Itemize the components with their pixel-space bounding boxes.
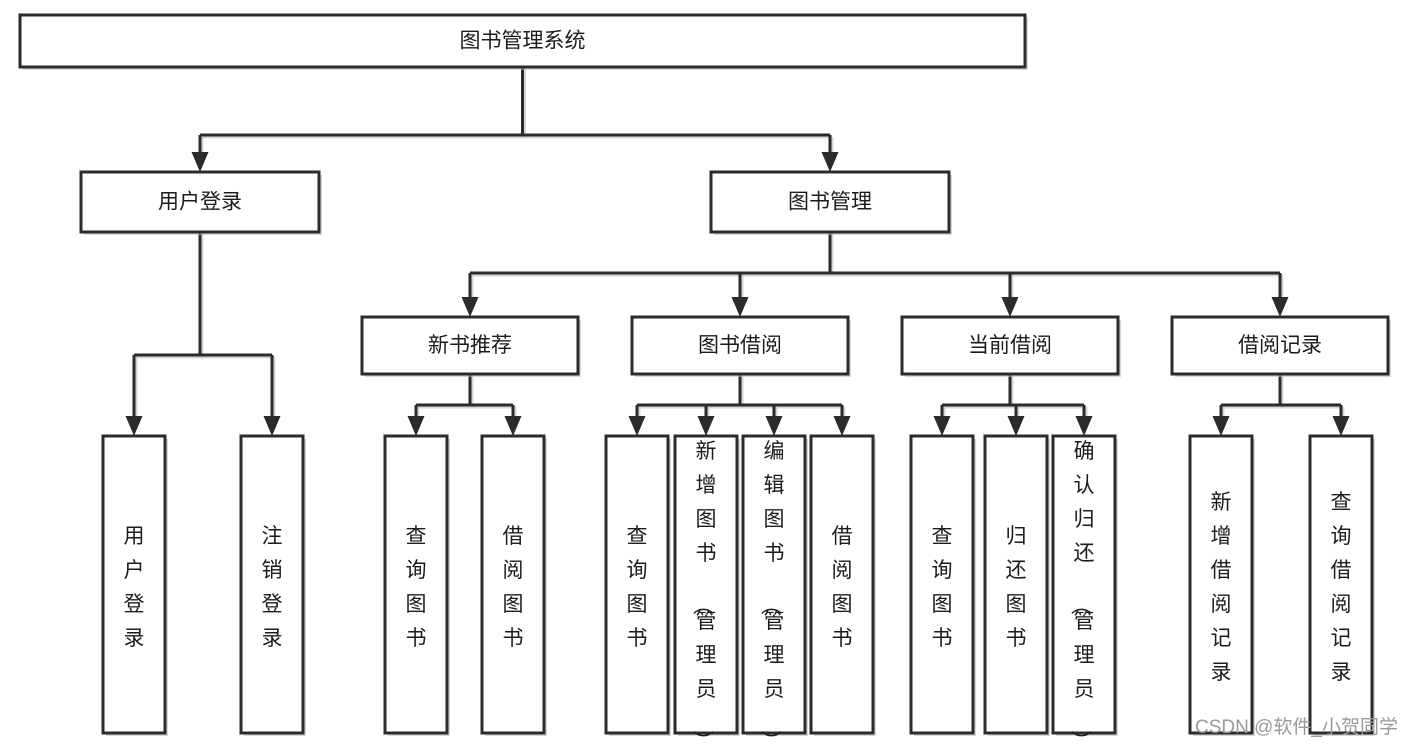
node-box[interactable] — [239, 434, 305, 735]
arrow-head-icon — [407, 416, 425, 436]
node-label: 归还图书 — [1006, 525, 1027, 650]
node-current[interactable]: 当前借阅 — [900, 315, 1121, 377]
node-label: 当前借阅 — [968, 334, 1052, 357]
connector-layer — [125, 67, 1350, 436]
node-newbook[interactable]: 新书推荐 — [360, 315, 581, 377]
node-borrow[interactable]: 图书借阅 — [630, 315, 851, 377]
node-box[interactable] — [630, 315, 850, 376]
node-box[interactable] — [741, 434, 807, 735]
node-box[interactable] — [383, 434, 449, 735]
node-label: 图书管理系统 — [460, 30, 586, 53]
node-box[interactable] — [983, 434, 1049, 735]
node-login[interactable]: 用户登录 — [79, 170, 322, 235]
connector-group-root — [191, 67, 839, 172]
connector-group-records — [1212, 374, 1350, 436]
arrow-head-icon — [833, 416, 851, 436]
node-leaf13[interactable]: 查询借阅记录 — [1308, 434, 1375, 736]
node-leaf12[interactable]: 新增借阅记录 — [1188, 434, 1255, 736]
node-label: 编辑图书（管理员） — [759, 440, 785, 747]
connector-group-bookmgmt — [461, 232, 1289, 317]
node-box[interactable] — [480, 434, 546, 735]
node-label: 借阅图书 — [832, 525, 853, 650]
node-box[interactable] — [604, 434, 670, 735]
node-leaf1[interactable]: 用户登录 — [101, 434, 168, 736]
node-label: 查询图书 — [627, 525, 648, 650]
node-label: 确认归还（管理员） — [1069, 440, 1095, 747]
node-leaf3[interactable]: 查询图书 — [383, 434, 450, 736]
node-leaf10[interactable]: 归还图书 — [983, 434, 1050, 736]
node-root[interactable]: 图书管理系统 — [18, 13, 1028, 70]
node-label: 用户登录 — [124, 525, 145, 650]
node-box[interactable] — [360, 315, 580, 376]
node-box[interactable] — [1188, 434, 1254, 735]
arrow-head-icon — [697, 416, 715, 436]
node-label: 图书管理 — [788, 191, 872, 214]
arrow-head-icon — [1212, 416, 1230, 436]
connector-group-newbook — [407, 374, 522, 436]
node-box[interactable] — [709, 170, 951, 234]
node-label: 查询图书 — [406, 525, 427, 650]
connector-group-login — [125, 232, 281, 436]
node-leaf11[interactable]: 确认归还（管理员） — [1051, 434, 1118, 747]
node-label: 新增借阅记录 — [1211, 491, 1232, 684]
node-layer: 图书管理系统用户登录图书管理新书推荐图书借阅当前借阅借阅记录用户登录注销登录查询… — [18, 13, 1391, 747]
arrow-head-icon — [1271, 297, 1289, 317]
node-leaf7[interactable]: 编辑图书（管理员） — [741, 434, 808, 747]
node-box[interactable] — [79, 170, 321, 234]
arrow-head-icon — [461, 297, 479, 317]
node-box[interactable] — [900, 315, 1120, 376]
node-label: 查询图书 — [932, 525, 953, 650]
node-leaf4[interactable]: 借阅图书 — [480, 434, 547, 736]
csdn-watermark: CSDN @软件_小贺同学 — [1195, 716, 1398, 738]
node-box[interactable] — [809, 434, 875, 735]
node-box[interactable] — [1308, 434, 1374, 735]
connector-group-borrow — [628, 374, 851, 436]
node-box[interactable] — [18, 13, 1027, 69]
node-label: 新书推荐 — [428, 334, 512, 357]
node-label: 图书借阅 — [698, 334, 782, 357]
node-leaf6[interactable]: 新增图书（管理员） — [673, 434, 740, 747]
node-leaf5[interactable]: 查询图书 — [604, 434, 671, 736]
node-box[interactable] — [1051, 434, 1117, 735]
node-leaf8[interactable]: 借阅图书 — [809, 434, 876, 736]
arrow-head-icon — [765, 416, 783, 436]
arrow-head-icon — [628, 416, 646, 436]
node-label: 借阅记录 — [1238, 334, 1322, 357]
connector-group-current — [933, 374, 1093, 436]
node-label: 新增图书（管理员） — [691, 440, 717, 747]
arrow-head-icon — [821, 152, 839, 172]
arrow-head-icon — [263, 416, 281, 436]
node-label: 用户登录 — [158, 191, 242, 214]
arrow-head-icon — [1075, 416, 1093, 436]
arrow-head-icon — [933, 416, 951, 436]
node-label: 注销登录 — [262, 525, 283, 650]
node-bookmgmt[interactable]: 图书管理 — [709, 170, 952, 235]
node-box[interactable] — [101, 434, 167, 735]
arrow-head-icon — [1007, 416, 1025, 436]
node-leaf9[interactable]: 查询图书 — [909, 434, 976, 736]
arrow-head-icon — [504, 416, 522, 436]
node-box[interactable] — [673, 434, 739, 735]
node-label: 借阅图书 — [503, 525, 524, 650]
arrow-head-icon — [731, 297, 749, 317]
node-leaf2[interactable]: 注销登录 — [239, 434, 306, 736]
arrow-head-icon — [1001, 297, 1019, 317]
node-records[interactable]: 借阅记录 — [1170, 315, 1391, 377]
arrow-head-icon — [125, 416, 143, 436]
node-label: 查询借阅记录 — [1331, 491, 1352, 684]
arrow-head-icon — [191, 152, 209, 172]
node-box[interactable] — [909, 434, 975, 735]
arrow-head-icon — [1332, 416, 1350, 436]
node-box[interactable] — [1170, 315, 1390, 376]
